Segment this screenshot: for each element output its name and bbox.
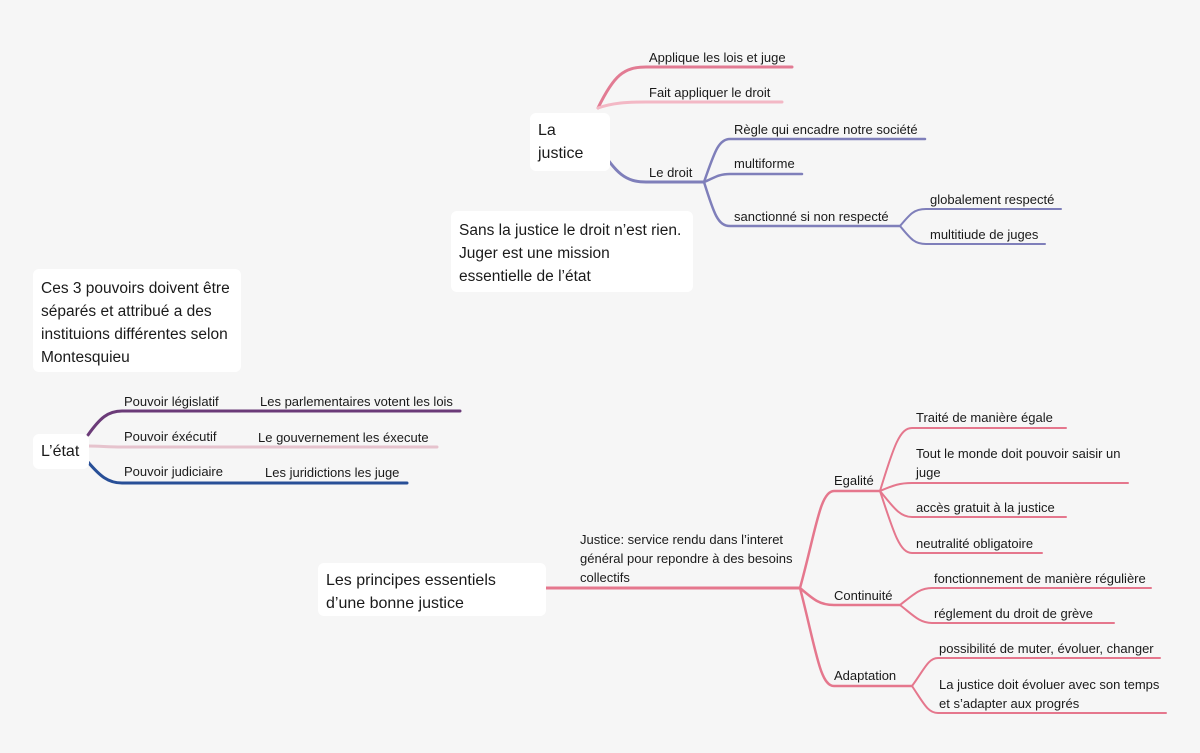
link-continuite-item-1 xyxy=(899,587,1152,606)
link-continuite-item-2 xyxy=(899,604,1115,624)
link-etat-judiciaire xyxy=(86,460,409,485)
link-justice-fait-appliquer xyxy=(596,100,784,110)
link-service-adaptation xyxy=(798,586,914,688)
node-service-rendu[interactable]: Justice: service rendu dans l’interet gé… xyxy=(580,532,793,585)
link-sanctionne-globalement xyxy=(899,208,1062,227)
link-droit-regle xyxy=(702,137,927,184)
node-pouvoir-executif[interactable]: Pouvoir éxécutif xyxy=(124,429,217,444)
node-egalite-item-2[interactable]: Tout le monde doit pouvoir saisir un jug… xyxy=(916,446,1121,480)
node-egalite-item-3[interactable]: accès gratuit à la justice xyxy=(916,500,1055,515)
link-droit-sanctionne xyxy=(702,180,902,228)
node-adaptation[interactable]: Adaptation xyxy=(834,668,897,683)
link-egalite-item-4 xyxy=(879,490,1043,554)
node-globalement[interactable]: globalement respecté xyxy=(930,192,1055,207)
link-egalite-item-3 xyxy=(879,490,1067,518)
node-continuite-item-2[interactable]: réglement du droit de grève xyxy=(934,606,1093,621)
node-egalite-item-1[interactable]: Traité de manière égale xyxy=(916,410,1053,425)
node-parlementaires[interactable]: Les parlementaires votent les lois xyxy=(260,394,453,409)
note-trois-pouvoirs[interactable]: Ces 3 pouvoirs doivent être séparés et a… xyxy=(33,269,241,372)
node-regle[interactable]: Règle qui encadre notre société xyxy=(734,122,918,137)
node-juridictions[interactable]: Les juridictions les juge xyxy=(265,465,400,480)
link-justice-applique xyxy=(596,65,794,110)
node-adaptation-item-2[interactable]: La justice doit évoluer avec son temps e… xyxy=(939,677,1160,711)
node-continuite[interactable]: Continuité xyxy=(834,588,893,603)
note-sans-justice[interactable]: Sans la justice le droit n’est rien. Jug… xyxy=(451,211,693,292)
node-la-justice[interactable]: La justice xyxy=(530,113,610,171)
link-sanctionne-multitude xyxy=(899,225,1046,245)
link-adaptation-item-2 xyxy=(911,685,1167,714)
node-l-etat[interactable]: L’état xyxy=(33,434,89,469)
node-applique-lois[interactable]: Applique les lois et juge xyxy=(649,50,786,65)
node-fait-appliquer[interactable]: Fait appliquer le droit xyxy=(649,85,771,100)
link-etat-legislatif xyxy=(86,409,462,437)
node-pouvoir-judiciaire[interactable]: Pouvoir judiciaire xyxy=(124,464,223,479)
link-adaptation-item-1 xyxy=(911,657,1161,687)
link-service-egalite xyxy=(798,489,882,590)
node-sanctionne[interactable]: sanctionné si non respecté xyxy=(734,209,889,224)
link-droit-multiforme xyxy=(702,172,804,184)
node-gouvernement[interactable]: Le gouvernement les éxecute xyxy=(258,430,429,445)
node-adaptation-item-1[interactable]: possibilité de muter, évoluer, changer xyxy=(939,641,1154,656)
node-multitude[interactable]: multitiude de juges xyxy=(930,227,1039,242)
node-le-droit[interactable]: Le droit xyxy=(649,165,693,180)
link-egalite-item-2 xyxy=(879,482,1129,492)
node-multiforme[interactable]: multiforme xyxy=(734,156,795,171)
node-egalite[interactable]: Egalité xyxy=(834,473,874,488)
link-egalite-item-1 xyxy=(879,427,1067,492)
link-service-continuite xyxy=(798,586,902,607)
link-etat-executif xyxy=(86,444,439,449)
node-principes-essentiels[interactable]: Les principes essentiels d’une bonne jus… xyxy=(318,563,546,616)
node-egalite-item-4[interactable]: neutralité obligatoire xyxy=(916,536,1034,551)
node-pouvoir-legislatif[interactable]: Pouvoir législatif xyxy=(124,394,219,409)
node-continuite-item-1[interactable]: fonctionnement de manière régulière xyxy=(934,571,1146,586)
